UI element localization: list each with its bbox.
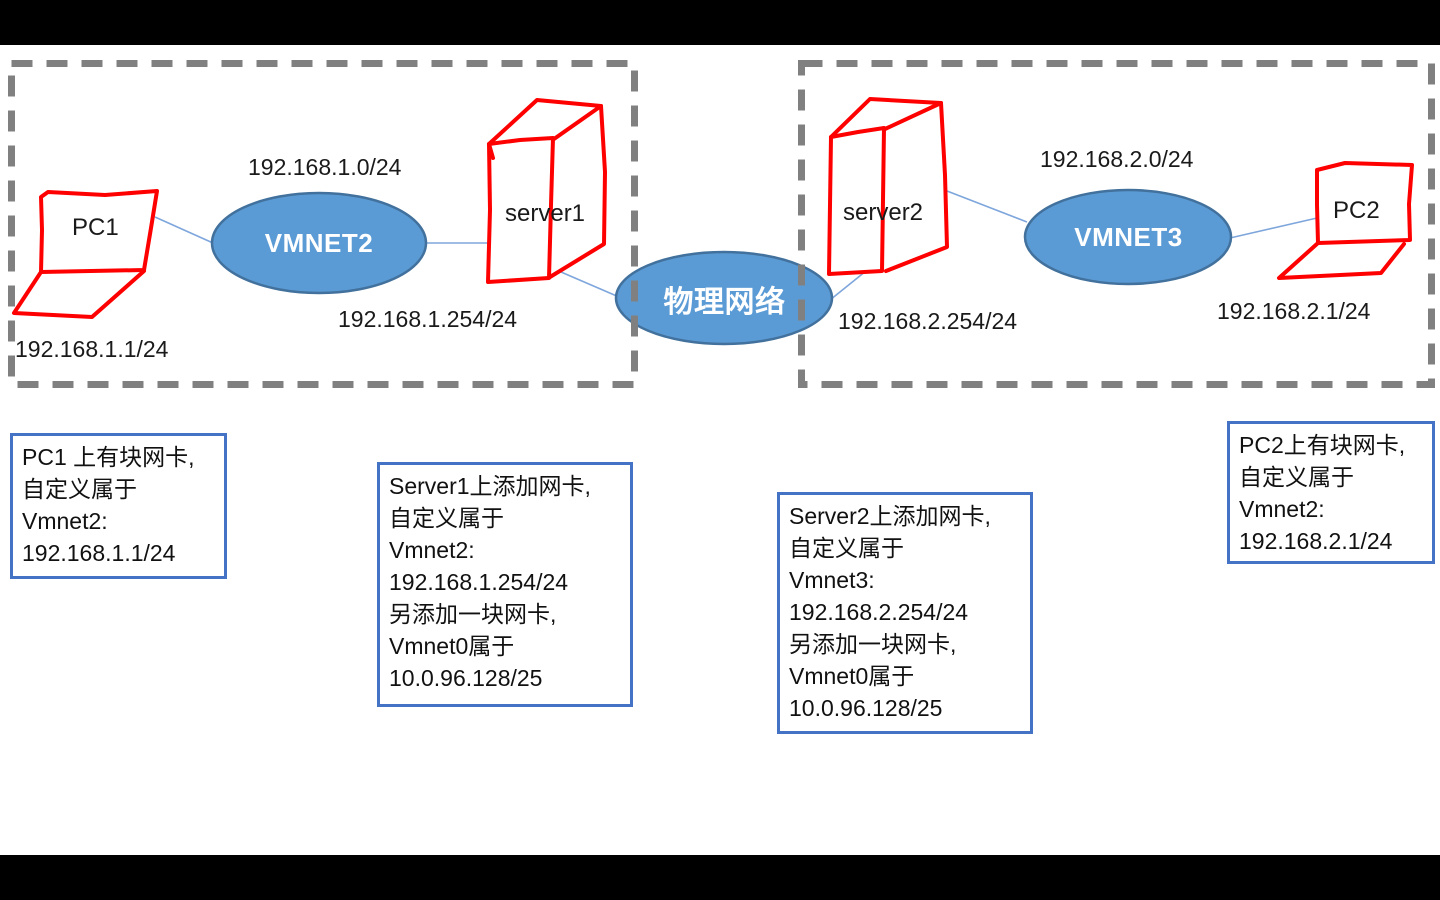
vmnet3-label: VMNET3: [1074, 221, 1183, 252]
pc2-note: PC2上有块网卡, 自定义属于 Vmnet2: 192.168.2.1/24: [1227, 421, 1435, 564]
server2-label: server2: [843, 199, 924, 226]
connector-pc1-vmnet2: [154, 216, 214, 244]
pc1-note: PC1 上有块网卡, 自定义属于 Vmnet2: 192.168.1.1/24: [10, 433, 227, 579]
pc1-ip-label: 192.168.1.1/24: [15, 336, 169, 362]
server2-box-icon: [827, 97, 949, 276]
server1-box-icon: [486, 98, 607, 284]
server1-ip-label: 192.168.1.254/24: [338, 306, 518, 332]
diagram-background: [0, 45, 1440, 855]
pc2-label: PC2: [1333, 197, 1380, 224]
physical-network-ellipse: [614, 250, 834, 346]
server2-ip-label: 192.168.2.254/24: [838, 308, 1018, 334]
connector-server2-vmnet3: [946, 190, 1028, 223]
left-vm-group-box: [8, 60, 638, 388]
subnet1-label: 192.168.1.0/24: [248, 154, 402, 180]
pc1-laptop-icon: [12, 189, 159, 319]
connector-physical-server2: [829, 270, 867, 301]
server2-note: Server2上添加网卡, 自定义属于 Vmnet3: 192.168.2.25…: [777, 492, 1033, 734]
pc2-ip-label: 192.168.2.1/24: [1217, 298, 1371, 324]
connector-vmnet3-pc2: [1229, 217, 1318, 239]
bottom-letterbox: [0, 855, 1440, 900]
top-letterbox: [0, 0, 1440, 45]
server1-label: server1: [505, 200, 586, 227]
subnet2-label: 192.168.2.0/24: [1040, 146, 1194, 172]
right-vm-group-box: [798, 60, 1435, 388]
physical-network-label: 物理网络: [663, 285, 786, 319]
vmnet3-ellipse: [1023, 188, 1233, 286]
pc2-laptop-icon: [1277, 161, 1414, 280]
vmnet2-label: VMNET2: [264, 227, 374, 258]
pc1-label: PC1: [72, 214, 119, 241]
server1-note: Server1上添加网卡, 自定义属于 Vmnet2: 192.168.1.25…: [377, 462, 633, 707]
connector-server1-physical: [560, 271, 620, 298]
vmnet2-ellipse: [210, 191, 428, 295]
